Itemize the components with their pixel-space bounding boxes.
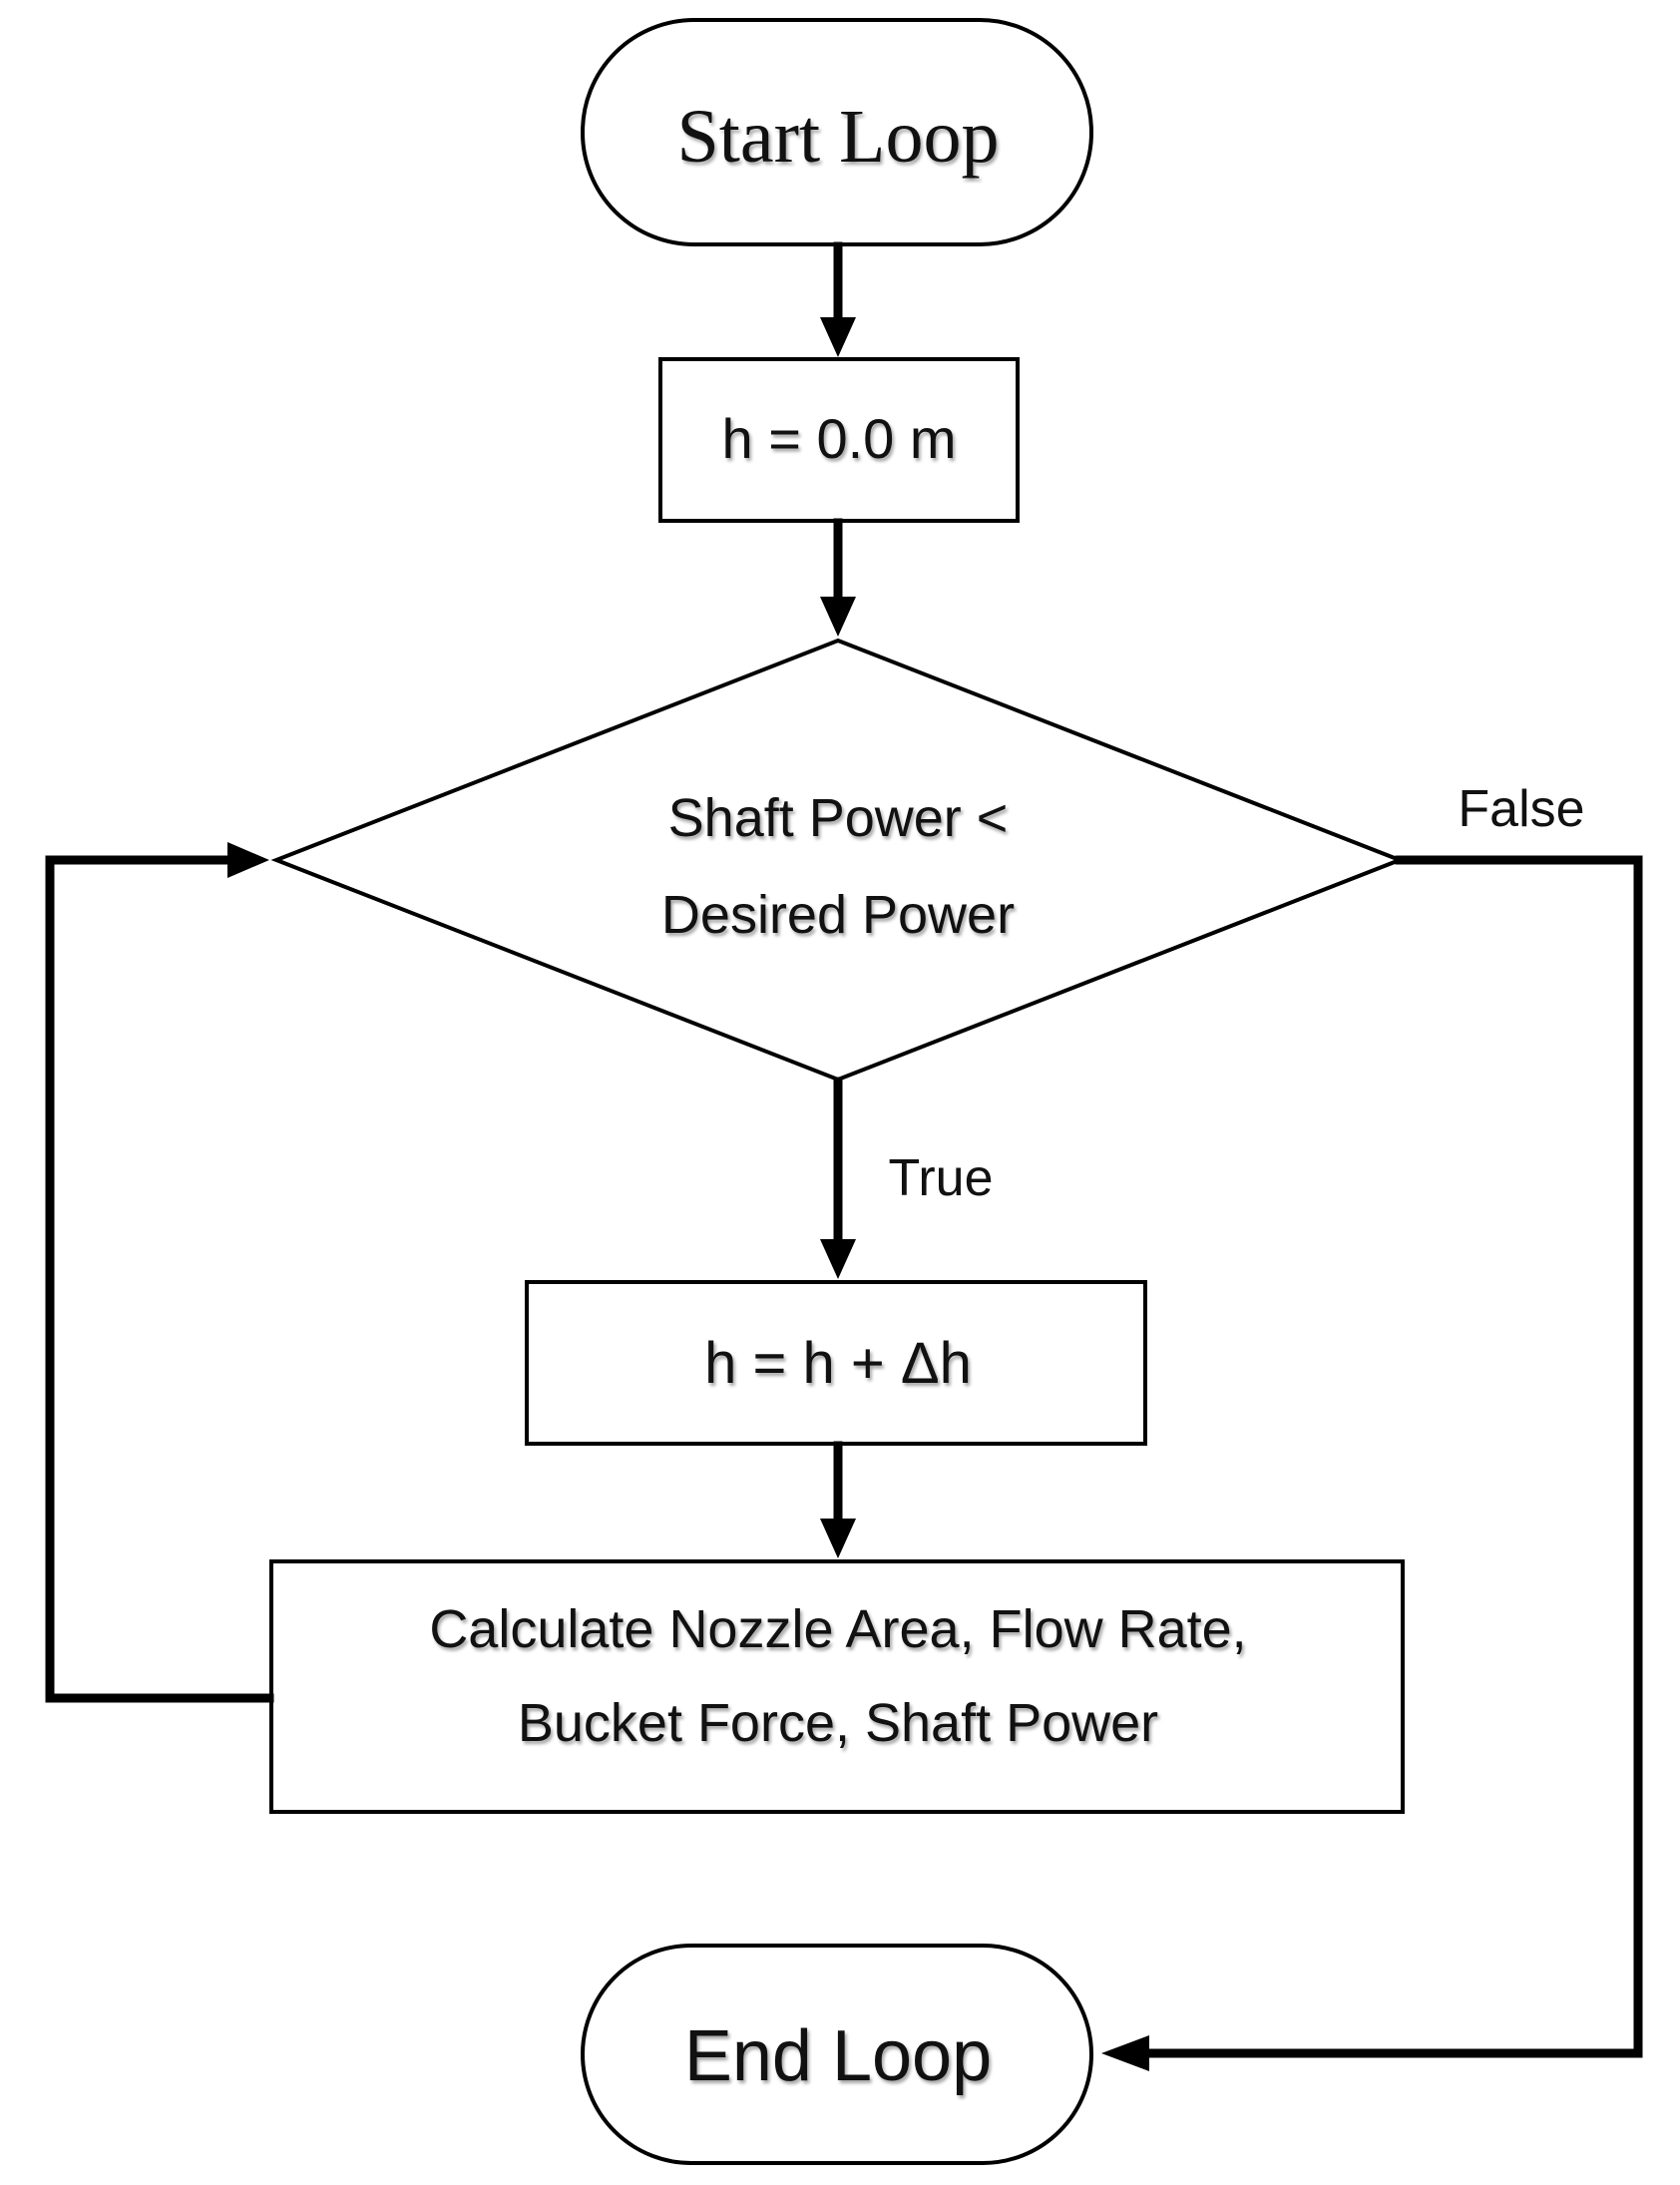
increment-label: h = h + Δh <box>704 1331 972 1396</box>
increment-process: h = h + Δh <box>525 1280 1147 1446</box>
start-loop-label: Start Loop <box>677 95 1000 179</box>
end-terminator-shape <box>581 1944 1093 2165</box>
calculate-process: Calculate Nozzle Area, Flow Rate, Bucket… <box>269 1559 1405 1814</box>
false-branch-head <box>1101 2035 1149 2071</box>
decision-shape <box>270 638 1406 1083</box>
arrow-start-to-init <box>820 241 856 357</box>
calculate-process-shape <box>269 1559 1405 1814</box>
loop-back-head <box>227 842 269 878</box>
arrow-increment-to-calculate <box>820 1441 856 1558</box>
calculate-line-2: Bucket Force, Shaft Power <box>518 1693 1158 1753</box>
decision-line-1: Shaft Power < <box>668 788 1009 848</box>
true-branch-head <box>820 1239 856 1279</box>
arrow-increment-to-calculate-head <box>820 1519 856 1558</box>
false-label: False <box>1458 780 1584 838</box>
arrow-start-to-init-head <box>820 317 856 357</box>
start-terminator: Start Loop <box>581 18 1093 246</box>
init-label: h = 0.0 m <box>721 407 956 470</box>
init-process: h = 0.0 m <box>658 357 1020 523</box>
loop-back-line <box>45 855 274 1703</box>
decision: Shaft Power < Desired Power <box>270 638 1406 1083</box>
end-terminator: End Loop <box>581 1944 1093 2165</box>
calculate-line-1: Calculate Nozzle Area, Flow Rate, <box>429 1599 1246 1659</box>
end-loop-label: End Loop <box>684 2016 992 2096</box>
init-process-shape <box>658 357 1020 523</box>
false-branch-line <box>1142 855 1643 2058</box>
true-label: True <box>889 1149 994 1207</box>
false-branch: False <box>1101 780 1643 2071</box>
arrow-init-to-decision-head <box>820 597 856 637</box>
decision-line-2: Desired Power <box>661 885 1015 945</box>
true-branch: True <box>820 1077 994 1279</box>
increment-process-shape <box>525 1280 1147 1446</box>
loop-back-branch <box>45 842 274 1703</box>
arrow-init-to-decision <box>820 518 856 637</box>
